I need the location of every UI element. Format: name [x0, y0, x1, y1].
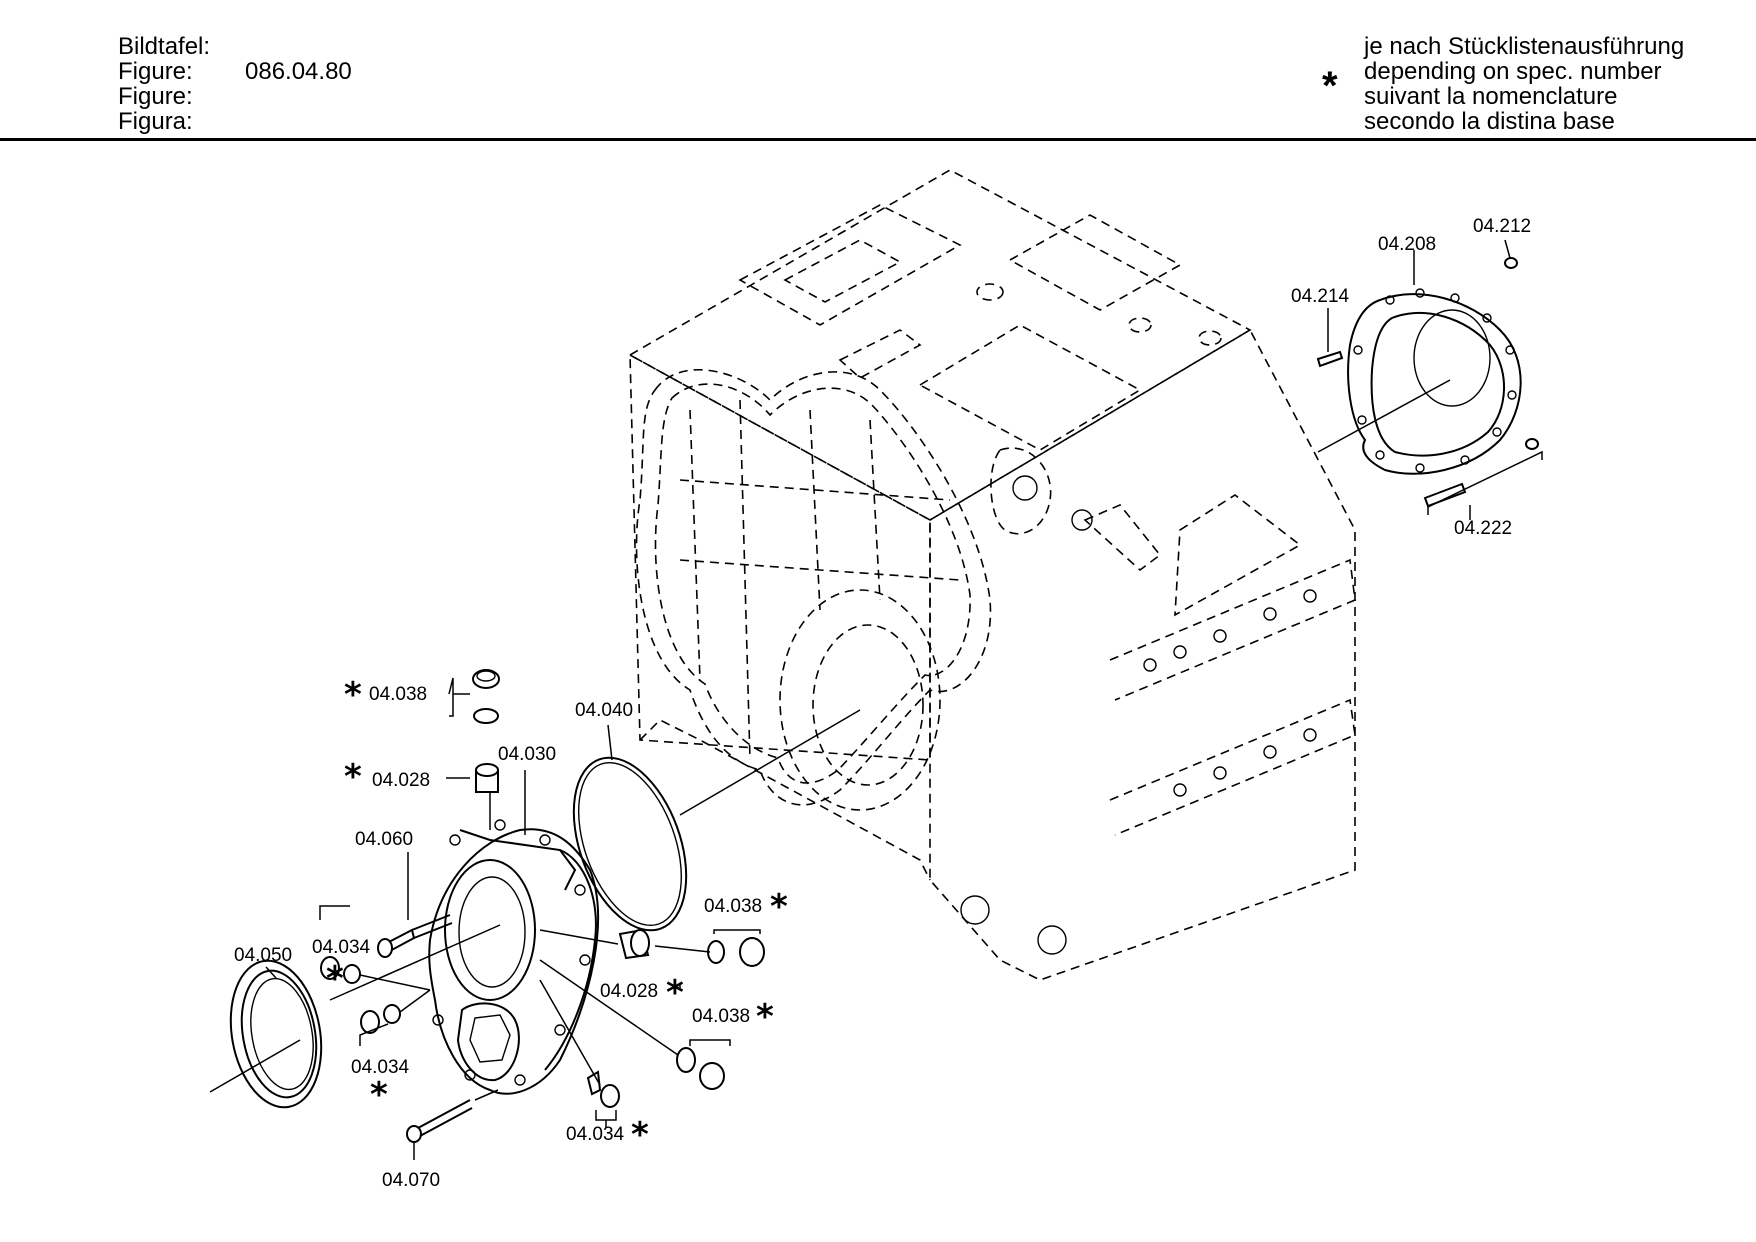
note-line-it: secondo la distina base: [1364, 108, 1615, 135]
asterisk-04028b-icon: *: [666, 973, 684, 1013]
asterisk-04034c-icon: *: [631, 1115, 649, 1155]
small-parts: [320, 669, 765, 1143]
note-line-fr: suivant la nomenclature: [1364, 83, 1618, 110]
note-asterisk-icon: *: [1322, 64, 1338, 108]
spec-note: je nach Stücklistenausführung depending …: [1364, 34, 1684, 134]
header-divider: [0, 138, 1756, 141]
asterisk-04034a-icon: *: [326, 959, 344, 999]
callout-04038b: 04.038: [704, 896, 762, 917]
callout-labels: 04.208 04.212 04.214 04.222 * 04.038 * 0…: [234, 216, 1531, 1191]
label-figure-fr: Figure:: [118, 83, 193, 110]
callout-04028b: 04.028: [600, 981, 658, 1002]
asterisk-04038c-icon: *: [756, 997, 774, 1037]
header-row-figura: Figura:: [118, 109, 352, 134]
label-figure-en: Figure:: [118, 58, 193, 85]
callout-04034c: 04.034: [566, 1124, 625, 1145]
leader-lines: [265, 239, 1543, 1160]
asterisk-04034b-icon: *: [370, 1075, 388, 1115]
right-cover-04208: [1316, 257, 1539, 508]
o-ring-04040: [572, 756, 688, 932]
callout-04212: 04.212: [1473, 216, 1531, 237]
callout-04028a: 04.028: [372, 770, 430, 791]
seal-ring-04050: [209, 959, 323, 1109]
callout-04214: 04.214: [1291, 286, 1350, 307]
asterisk-04038a-icon: *: [344, 675, 362, 715]
gearbox-housing: [628, 169, 1356, 981]
asterisk-04038b-icon: *: [770, 887, 788, 927]
callout-04060: 04.060: [355, 829, 413, 850]
callout-04030: 04.030: [498, 744, 556, 765]
callout-04208: 04.208: [1378, 234, 1436, 255]
header-row-figure-fr: Figure:: [118, 84, 352, 109]
figure-number: 086.04.80: [245, 58, 352, 85]
note-line-de: je nach Stücklistenausführung: [1364, 33, 1685, 60]
header-row-bildtafel: Bildtafel:: [118, 34, 352, 59]
callout-04050: 04.050: [234, 945, 292, 966]
callout-04040: 04.040: [575, 700, 633, 721]
asterisk-04028a-icon: *: [344, 757, 362, 797]
header-row-figure: Figure: 086.04.80: [118, 59, 352, 84]
callout-04034b: 04.034: [351, 1057, 410, 1078]
callout-04038c: 04.038: [692, 1006, 750, 1027]
note-line-en: depending on spec. number: [1364, 58, 1662, 85]
callout-04034a: 04.034: [312, 937, 371, 958]
callout-04038a: 04.038: [369, 684, 427, 705]
callout-04070: 04.070: [382, 1170, 440, 1191]
callout-04222: 04.222: [1454, 518, 1512, 539]
figure-header: Bildtafel: Figure: 086.04.80 Figure: Fig…: [118, 34, 352, 134]
label-figura: Figura:: [118, 108, 193, 135]
label-bildtafel: Bildtafel:: [118, 33, 211, 60]
